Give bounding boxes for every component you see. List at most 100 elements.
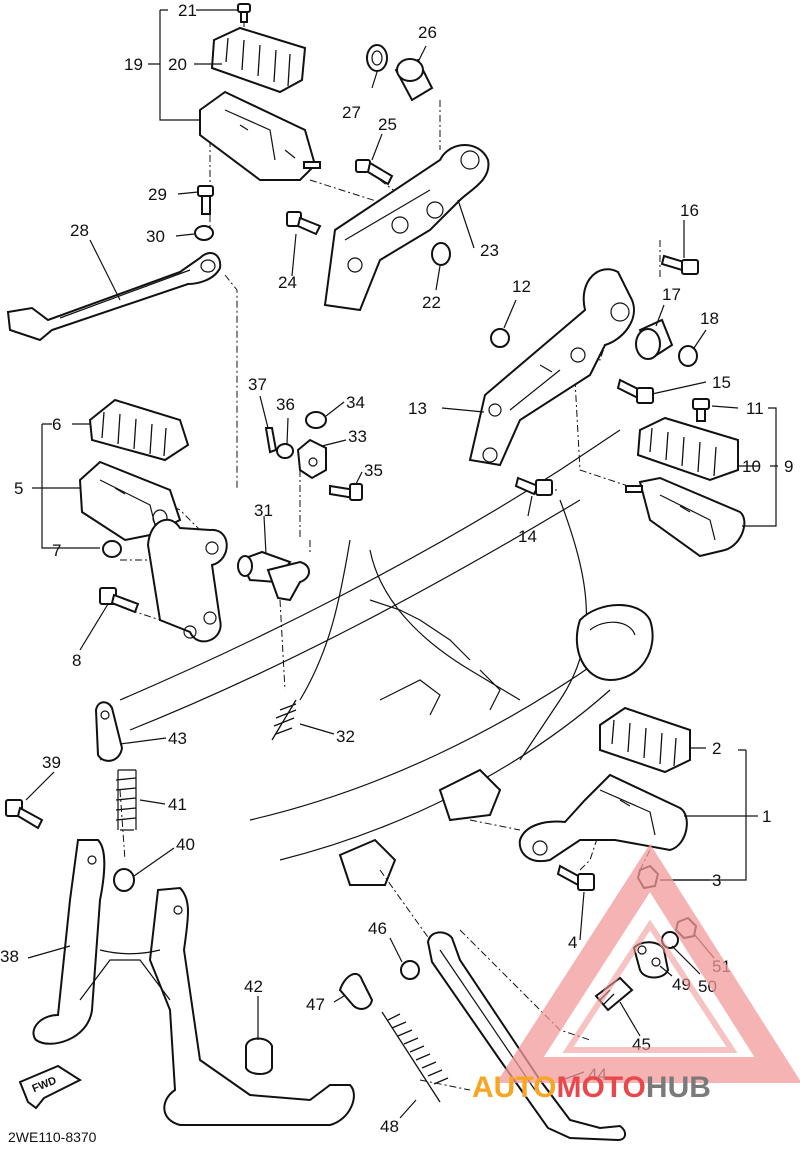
watermark-auto: AUTO	[472, 1071, 556, 1104]
callout-4: 4	[568, 933, 577, 952]
callout-8: 8	[72, 651, 81, 670]
part-footrest-1	[518, 773, 688, 863]
callout-6: 6	[52, 415, 61, 434]
callout-29: 29	[148, 185, 167, 204]
watermark-triangle-icon	[496, 843, 800, 1083]
part-shift-arm	[146, 518, 228, 643]
part-bolt-21	[237, 3, 251, 23]
callout-24: 24	[278, 273, 297, 292]
part-footrest-9	[625, 476, 746, 558]
callout-20: 20	[168, 55, 187, 74]
part-collar-17	[635, 318, 674, 360]
callout-38: 38	[0, 947, 19, 966]
part-rubber-10	[636, 416, 739, 482]
part-spring-48	[381, 1011, 449, 1103]
callout-31: 31	[254, 501, 273, 520]
part-nut-30	[194, 225, 214, 241]
part-rubber-20	[210, 26, 307, 94]
callout-26: 26	[418, 23, 437, 42]
callout-41: 41	[168, 795, 187, 814]
callout-47: 47	[306, 995, 325, 1014]
watermark-moto: MOTO	[556, 1071, 645, 1104]
leader-lines	[25, 9, 778, 1119]
part-collar-46	[400, 960, 420, 980]
watermark-hub: HUB	[646, 1071, 711, 1104]
part-bracket-23	[323, 144, 490, 312]
part-bolt-11	[692, 398, 710, 422]
frame-outline	[119, 429, 654, 886]
part-shaft-31	[237, 550, 310, 602]
part-bolt-4	[556, 864, 595, 891]
part-rubber-6	[88, 398, 190, 462]
part-hook-43	[94, 701, 124, 762]
part-rubber-2	[599, 706, 691, 774]
part-collar-27	[366, 44, 388, 72]
callout-3: 3	[712, 871, 721, 890]
watermark-logo: AUTOMOTOHUB	[472, 843, 800, 1104]
callout-19: 19	[124, 55, 143, 74]
callout-1: 1	[762, 807, 771, 826]
part-nut-34	[305, 411, 327, 429]
callout-33: 33	[348, 427, 367, 446]
part-spring-41	[115, 769, 137, 831]
callout-12: 12	[512, 277, 531, 296]
part-collar-26	[394, 58, 434, 102]
callout-34: 34	[346, 393, 365, 412]
callout-32: 32	[336, 727, 355, 746]
part-hook-47	[338, 972, 374, 1010]
part-bolt-39	[5, 799, 44, 830]
fwd-arrow-icon: FWD	[18, 1064, 83, 1110]
callout-22: 22	[422, 293, 441, 312]
callout-28: 28	[70, 221, 89, 240]
callout-39: 39	[42, 753, 61, 772]
callout-10: 10	[742, 457, 761, 476]
callout-27: 27	[342, 103, 361, 122]
part-collar-12	[490, 328, 510, 348]
callout-9: 9	[784, 457, 793, 476]
callout-2: 2	[712, 739, 721, 758]
callout-46: 46	[368, 919, 387, 938]
part-spring-32	[271, 699, 297, 741]
callout-43: 43	[168, 729, 187, 748]
part-bracket-13	[468, 268, 635, 467]
callout-36: 36	[276, 395, 295, 414]
part-bracket-49	[632, 941, 670, 979]
callout-23: 23	[480, 241, 499, 260]
part-nut-7	[102, 540, 122, 558]
part-bolt-24	[286, 211, 322, 236]
callout-13: 13	[408, 399, 427, 418]
callout-42: 42	[244, 977, 263, 996]
part-collar-22	[431, 242, 451, 266]
callout-5: 5	[14, 479, 23, 498]
part-pin-37	[264, 427, 278, 454]
part-stopper-42	[245, 1037, 273, 1075]
part-bolt-29	[197, 185, 214, 215]
part-main-stand-38	[32, 839, 355, 1126]
callout-15: 15	[712, 373, 731, 392]
callout-37: 37	[248, 375, 267, 394]
part-washer-36	[276, 443, 294, 459]
part-footrest-19	[199, 90, 321, 181]
callout-48: 48	[380, 1117, 399, 1136]
watermark-text: AUTOMOTOHUB	[472, 1071, 711, 1104]
callout-40: 40	[176, 835, 195, 854]
part-bolt-25	[355, 159, 394, 186]
callout-30: 30	[146, 227, 165, 246]
callout-35: 35	[364, 461, 383, 480]
callout-16: 16	[680, 201, 699, 220]
callout-14: 14	[518, 527, 537, 546]
diagram-code: 2WE110-8370	[8, 1129, 97, 1145]
part-bolt-16	[660, 254, 699, 275]
part-bolt-14	[514, 476, 553, 496]
part-shift-pedal-28	[6, 252, 222, 342]
part-bolt-8	[99, 587, 140, 614]
part-bolt-35	[329, 483, 363, 501]
callout-7: 7	[52, 541, 61, 560]
part-bolt-15	[616, 378, 654, 404]
part-nut-18	[678, 345, 698, 367]
callout-17: 17	[662, 285, 681, 304]
callout-11: 11	[746, 399, 764, 418]
callout-18: 18	[700, 309, 719, 328]
part-collar-40	[113, 868, 135, 892]
